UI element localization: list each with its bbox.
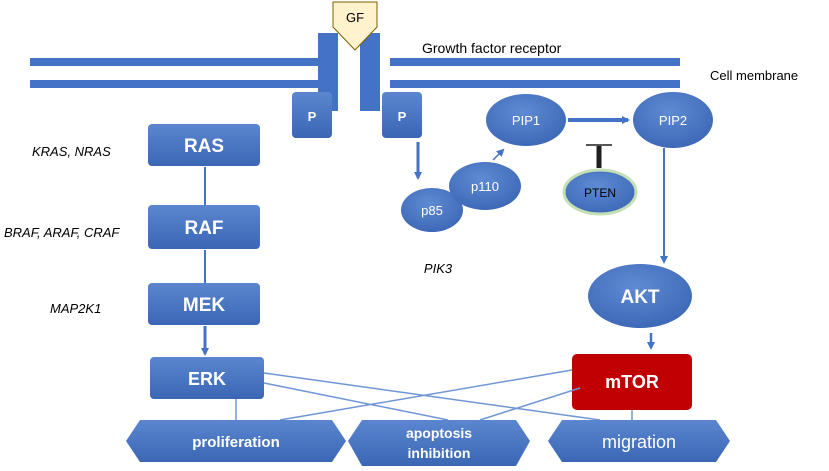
mtor-box: [572, 354, 692, 410]
raf-label: RAF: [184, 218, 223, 239]
mtor-label: mTOR: [605, 372, 659, 392]
growth-factor-receptor: [318, 33, 380, 111]
migration-hexagon: [548, 420, 730, 462]
phospho-left-label: P: [308, 109, 317, 124]
apoptosis-inhibition-hexagon: [348, 420, 530, 466]
erk-box: [150, 357, 264, 399]
gf-label: GF: [346, 10, 364, 25]
ras-box: [148, 124, 260, 166]
outcome-connectors: [235, 369, 633, 421]
ras-label: RAS: [184, 136, 224, 157]
mek-box: [148, 283, 260, 325]
phospho-right-label: P: [398, 109, 407, 124]
p110-node: [449, 162, 521, 210]
raf-genes-label: BRAF, ARAF, CRAF: [4, 225, 120, 240]
cell-membrane: [30, 58, 680, 88]
akt-node: [588, 264, 692, 328]
proliferation-hexagon: [126, 420, 346, 462]
membrane-label: Cell membrane: [710, 68, 798, 83]
pten-label: PTEN: [584, 186, 616, 200]
pip1-node: [486, 94, 566, 146]
apoptosis-label-line1: apoptosis: [406, 425, 472, 441]
raf-box: [148, 205, 260, 249]
pip2-label: PIP2: [659, 113, 687, 128]
akt-label: AKT: [620, 287, 659, 308]
phospho-left-box: [292, 92, 332, 138]
phospho-right-box: [382, 92, 422, 138]
pip2-node: [633, 92, 713, 148]
p85-node: [401, 188, 463, 232]
pik3-label: PIK3: [424, 261, 453, 276]
apoptosis-label-line2: inhibition: [408, 445, 471, 461]
p110-to-pip1-arrow: [492, 148, 505, 161]
growth-factor-ligand: [332, 1, 378, 51]
pip1-label: PIP1: [512, 113, 540, 128]
mek-genes-label: MAP2K1: [50, 301, 101, 316]
ras-genes-label: KRAS, NRAS: [32, 144, 111, 159]
p110-label: p110: [471, 179, 499, 194]
mek-label: MEK: [183, 295, 226, 316]
proliferation-label: proliferation: [192, 434, 280, 451]
migration-label: migration: [602, 432, 676, 452]
receptor-label: Growth factor receptor: [422, 40, 562, 56]
pten-node: [562, 168, 638, 216]
p85-label: p85: [421, 203, 443, 218]
erk-label: ERK: [188, 369, 226, 389]
